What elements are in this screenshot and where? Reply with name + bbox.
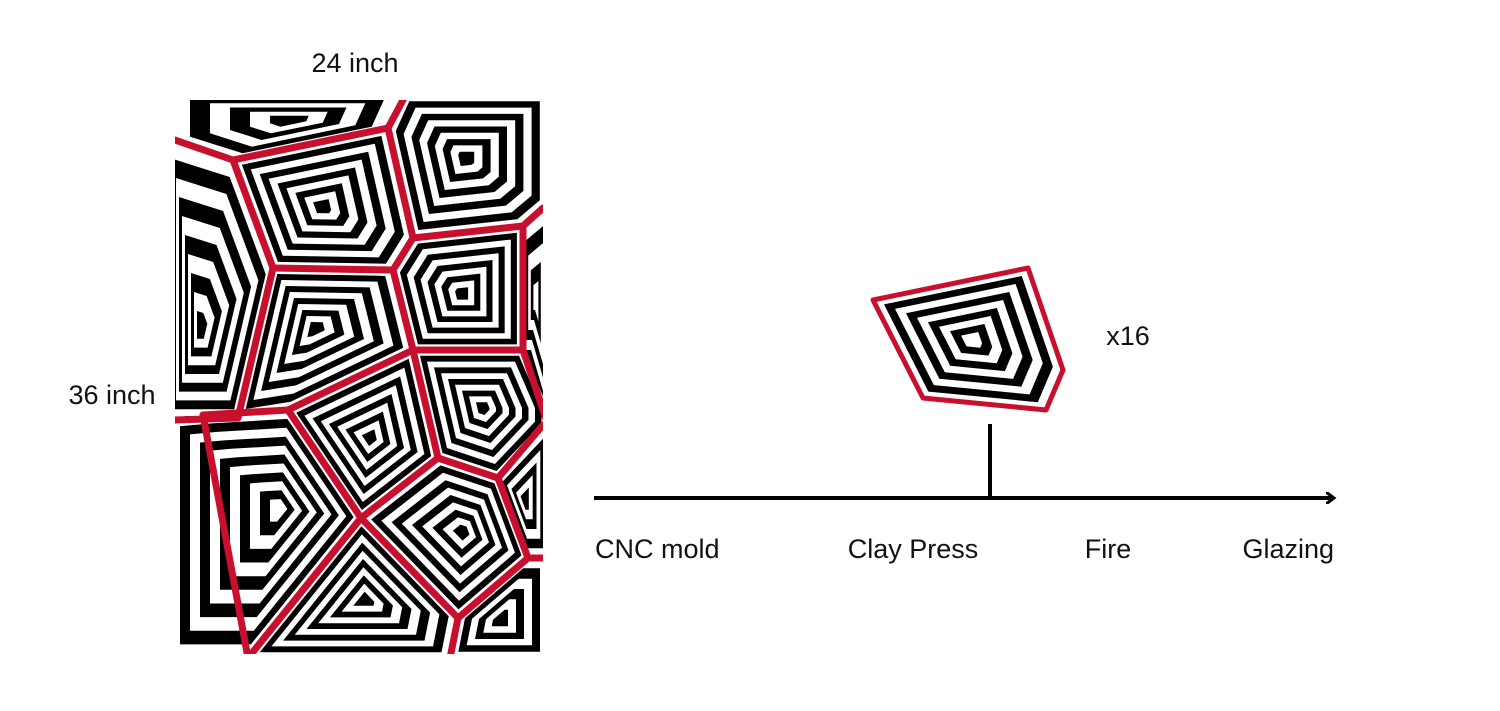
panel-cell	[498, 430, 543, 558]
panel-cell-ring	[270, 115, 309, 127]
panel-cell-ring	[520, 487, 529, 510]
panel-cell-ring	[533, 281, 539, 322]
panel-cell-ring	[455, 287, 469, 300]
panel-cell-ring	[270, 499, 288, 522]
panel-cell	[175, 410, 361, 654]
cut-line	[199, 266, 417, 419]
panel-cell	[251, 518, 458, 654]
panel-cell	[361, 458, 528, 618]
panel-cell	[288, 350, 438, 518]
height-dimension-label: 36 inch	[68, 380, 155, 410]
panel-cell	[450, 558, 543, 654]
panel-cell-ring	[491, 609, 508, 627]
cut-line	[494, 474, 532, 562]
step-cnc-mold: CNC mold	[595, 534, 720, 564]
tile-pattern-ring	[961, 332, 983, 348]
cut-line	[175, 100, 407, 164]
panel-cell-ring	[197, 311, 208, 339]
step-fire: Fire	[1085, 534, 1132, 564]
panel-cell-ring	[452, 524, 470, 541]
panel-cell	[523, 209, 543, 391]
width-dimension-label: 24 inch	[311, 48, 398, 78]
panel-cell-ring	[313, 199, 332, 214]
voronoi-tile-panel	[175, 100, 543, 654]
panel-cell	[388, 100, 543, 238]
step-clay-press: Clay Press	[848, 534, 979, 564]
tile-pattern	[873, 268, 1063, 410]
cut-line	[519, 346, 543, 422]
panel-cell	[233, 128, 413, 270]
panel-cell	[238, 268, 413, 418]
panel-cell-ring	[458, 151, 475, 166]
panel-cell	[413, 350, 543, 478]
tile-count-label: x16	[1106, 321, 1150, 351]
panel-cell-ring	[307, 322, 325, 337]
cut-line	[384, 124, 543, 242]
single-tile	[870, 265, 1066, 413]
cut-line	[409, 346, 543, 482]
panel-cell-ring	[353, 591, 375, 606]
step-glazing: Glazing	[1242, 534, 1334, 564]
panel-cell	[393, 226, 523, 350]
panel-cut-lines	[175, 100, 543, 654]
panel-cell-ring	[476, 402, 490, 415]
panel-cells	[175, 100, 543, 654]
cut-line	[357, 454, 442, 522]
panel-cell-ring	[361, 429, 377, 446]
process-timeline: CNC mold Clay Press Fire Glazing	[594, 424, 1334, 564]
tile-outline	[870, 265, 1066, 413]
cut-line	[199, 411, 251, 654]
panel-cell	[175, 100, 401, 160]
